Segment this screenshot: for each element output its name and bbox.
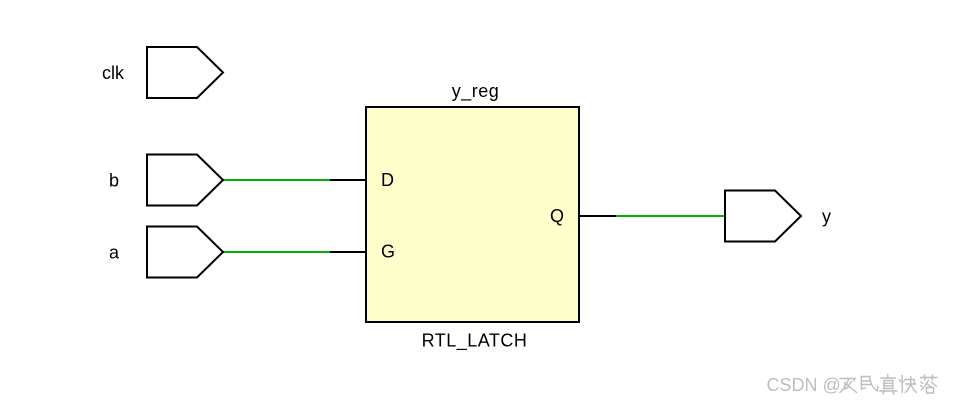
svg-text:clk: clk xyxy=(102,63,125,83)
svg-text:G: G xyxy=(381,242,395,262)
svg-text:D: D xyxy=(381,170,394,190)
svg-text:b: b xyxy=(109,171,119,191)
svg-text:Q: Q xyxy=(550,206,564,226)
svg-text:a: a xyxy=(109,243,120,263)
svg-text:y: y xyxy=(822,207,831,227)
svg-text:CSDN @: CSDN @ xyxy=(767,375,841,395)
svg-text:RTL_LATCH: RTL_LATCH xyxy=(422,331,528,352)
svg-text:y_reg: y_reg xyxy=(452,81,500,102)
